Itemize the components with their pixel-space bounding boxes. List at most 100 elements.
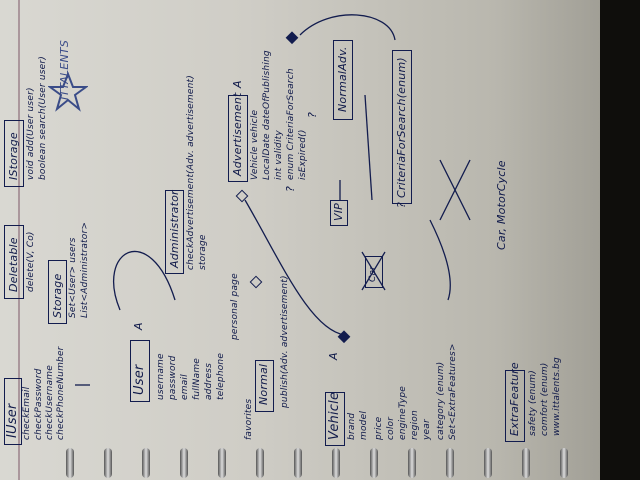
question-mark: ? bbox=[395, 201, 408, 208]
istorage-line-1: void add(User user) bbox=[26, 87, 36, 180]
normal-adv-line bbox=[364, 94, 373, 201]
spiral-ring-icon bbox=[408, 448, 416, 478]
motorcycle-label: Car, MotorCycle bbox=[495, 160, 508, 250]
advertisement-title-box bbox=[228, 95, 248, 182]
deletable-method: delete(V, Co) bbox=[26, 231, 36, 292]
iuser-line-2: checkPassword bbox=[34, 368, 44, 440]
vehicle-arrow-line bbox=[429, 219, 451, 301]
vehicle-field-extras: Set<ExtraFeatures> bbox=[448, 343, 458, 440]
normal-title-box bbox=[255, 360, 274, 412]
watermark-text: www.ittalents.bg bbox=[552, 357, 562, 436]
extra-feature-line-1: safety (enum) bbox=[528, 370, 538, 436]
vehicle-field-engine: engineType bbox=[398, 386, 408, 440]
vip-label: VIP bbox=[332, 202, 345, 221]
administrator-title-box bbox=[165, 190, 184, 274]
user-field-email: email bbox=[180, 374, 190, 400]
vehicle-field-color: color bbox=[386, 416, 396, 440]
vehicle-field-region: region bbox=[410, 410, 420, 440]
iuser-title: IUser bbox=[5, 403, 20, 438]
criteria-label: CriteriaForSearch(enum) bbox=[395, 57, 408, 198]
administrator-line-1: checkAdvertisement(Adv. advertisement) bbox=[186, 75, 196, 270]
administrator-line-2: storage bbox=[198, 234, 208, 270]
spiral-ring-icon bbox=[294, 448, 302, 478]
car-label: Car bbox=[368, 265, 378, 282]
advertisement-vehicle-line bbox=[244, 199, 346, 336]
user-title: User bbox=[132, 364, 147, 395]
storage-link-line bbox=[113, 251, 176, 311]
iuser-title-box bbox=[4, 378, 22, 445]
vehicle-field-model: model bbox=[359, 410, 369, 440]
spiral-ring-icon bbox=[484, 448, 492, 478]
notebook-page bbox=[0, 0, 618, 480]
user-field-password: password bbox=[168, 355, 178, 401]
spiral-ring-icon bbox=[370, 448, 378, 478]
deletable-title-box bbox=[4, 225, 24, 299]
vip-box bbox=[330, 200, 348, 226]
spiral-ring-icon bbox=[256, 448, 264, 478]
spiral-ring-icon bbox=[522, 448, 530, 478]
iuser-line-3: checkUsername bbox=[45, 365, 55, 440]
diamond-icon bbox=[337, 330, 351, 344]
spiral-ring-icon bbox=[180, 448, 188, 478]
margin-line bbox=[18, 0, 20, 480]
criteria-box bbox=[392, 50, 412, 204]
adv-line-2: LocalDate dateOfPublishing bbox=[262, 50, 272, 180]
storage-title-box bbox=[48, 260, 67, 324]
spiral-ring-icon bbox=[104, 448, 112, 478]
extra-feature-title: ExtraFeature bbox=[508, 362, 521, 436]
star-logo-icon bbox=[48, 72, 88, 112]
spiral-ring-icon bbox=[332, 448, 340, 478]
normal-adv-box bbox=[333, 40, 353, 120]
extra-feature-line-2: comfort (enum) bbox=[540, 362, 550, 436]
advertisement-title: Advertisement bbox=[231, 92, 244, 176]
vehicle-abstract-marker: A bbox=[327, 352, 340, 360]
administrator-title: Administrator bbox=[168, 190, 181, 268]
normal-method: publish(Adv. advertisement) bbox=[280, 275, 290, 408]
adv-line-4: enum CriteriaForSearch bbox=[286, 68, 296, 180]
spiral-ring-icon bbox=[446, 448, 454, 478]
deletable-title: Deletable bbox=[7, 237, 20, 292]
normal-adv-label: NormalAdv. bbox=[336, 46, 349, 112]
vehicle-title-box bbox=[325, 392, 345, 446]
diamond-outline-icon bbox=[235, 189, 249, 203]
vehicle-field-brand: brand bbox=[347, 412, 357, 440]
user-field-fullname: fullName bbox=[192, 357, 202, 400]
user-title-box bbox=[130, 340, 150, 402]
istorage-title-box bbox=[4, 120, 24, 187]
adv-line-1: Vehicle vehicle bbox=[250, 109, 260, 180]
vehicle-title: Vehicle bbox=[327, 391, 342, 440]
adv-line-5: isExpired() bbox=[298, 129, 308, 180]
user-field-telephone: telephone bbox=[216, 352, 226, 400]
vehicle-field-price: price bbox=[374, 416, 384, 440]
storage-title: Storage bbox=[51, 273, 64, 318]
normal-title: Normal bbox=[257, 363, 270, 405]
istorage-line-2: boolean search(User user) bbox=[38, 56, 48, 180]
logo-text: ITTALENTS bbox=[58, 39, 71, 100]
question-mark: ? bbox=[306, 111, 319, 118]
vehicle-field-category: category (enum) bbox=[436, 361, 446, 440]
desk-shadow bbox=[600, 0, 640, 480]
user-abstract-marker: A bbox=[132, 322, 145, 330]
favorites-label: favorites bbox=[244, 398, 254, 440]
personal-page-label: personal page bbox=[230, 273, 240, 340]
storage-line-2: List<Administrator> bbox=[80, 221, 90, 318]
criteria-link-line bbox=[299, 14, 396, 41]
car-box bbox=[365, 256, 383, 288]
question-mark: ? bbox=[284, 185, 297, 192]
user-field-username: username bbox=[156, 353, 166, 400]
spiral-ring-icon bbox=[66, 448, 74, 478]
adv-line-3: int validity bbox=[274, 130, 284, 180]
user-field-address: address bbox=[204, 363, 214, 400]
extra-feature-box bbox=[505, 370, 525, 442]
advertisement-abstract-marker: A bbox=[231, 80, 244, 88]
diamond-outline-icon bbox=[249, 275, 263, 289]
iuser-line-1: checkEmail bbox=[22, 386, 32, 440]
storage-line-1: Set<User> users bbox=[68, 237, 78, 318]
spiral-binding bbox=[0, 448, 618, 480]
iuser-line-4: checkPhoneNumber bbox=[56, 346, 66, 440]
spiral-ring-icon bbox=[142, 448, 150, 478]
diamond-icon bbox=[285, 31, 299, 45]
vehicle-field-year: year bbox=[422, 419, 432, 440]
